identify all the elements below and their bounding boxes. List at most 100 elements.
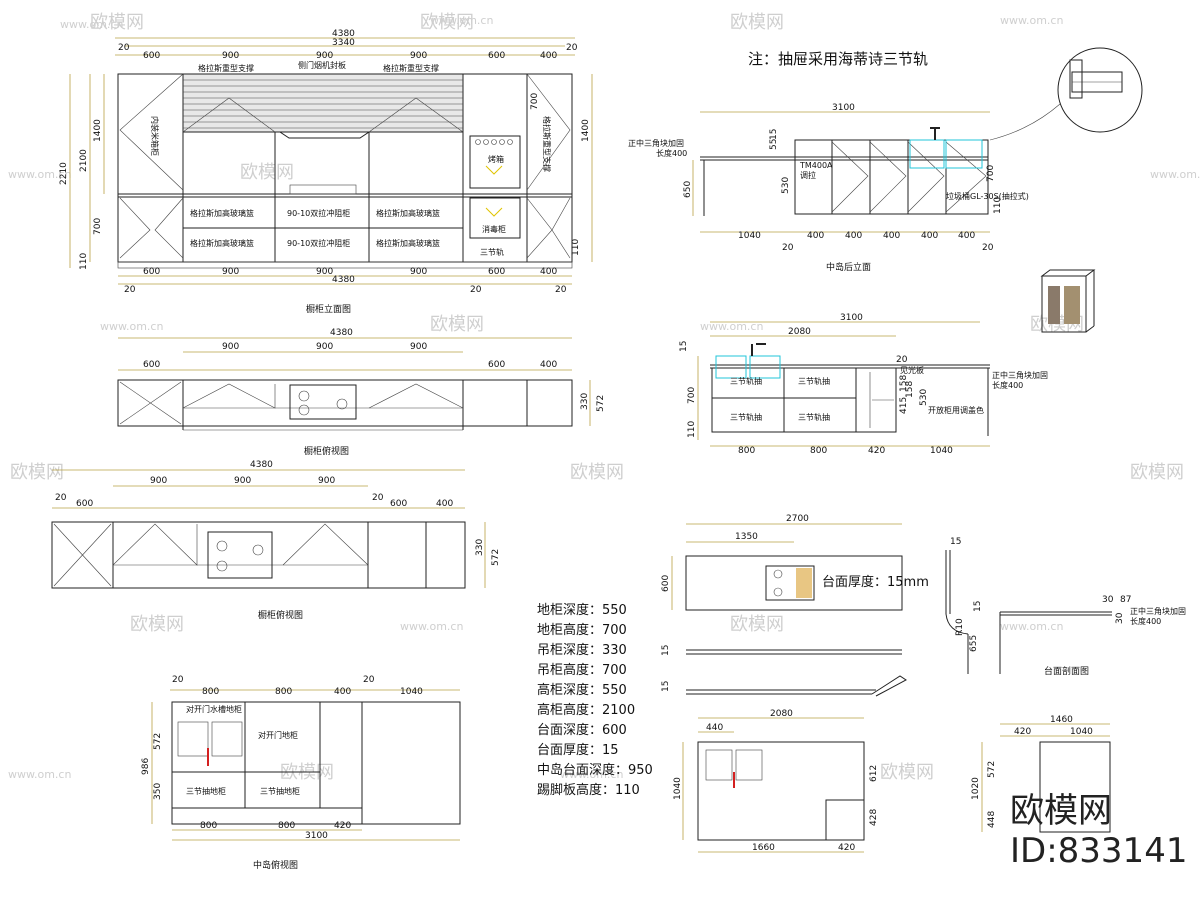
spec-item: 吊柜高度：700 — [537, 662, 627, 678]
dim-label: 20 — [982, 243, 994, 253]
dim-label: 600 — [488, 51, 505, 61]
dim-label: 400 — [334, 687, 351, 697]
label-support-right: 格拉斯重型支撑 — [542, 116, 552, 172]
label-bracket: 正中三角块加固 — [628, 138, 684, 148]
dim-label: 600 — [143, 267, 160, 277]
dim-label: 1040 — [738, 231, 761, 241]
label-door-cabinet: 对开门地柜 — [258, 730, 298, 740]
label-tm400a: TM400A — [799, 161, 833, 170]
watermarks: 欧模网 欧模网 欧模网 www.om.cn 欧模网 欧模网 欧模网 欧模网 欧模… — [8, 12, 1200, 783]
dim-label: 110 — [571, 239, 581, 256]
label-support: 格拉斯重型支撑 — [198, 63, 254, 73]
watermark: 欧模网 — [90, 12, 144, 33]
dim-label: 600 — [143, 51, 160, 61]
label-open-cabinet: 开放柜用调盖色 — [928, 405, 984, 415]
spec-item: 中岛台面深度：950 — [537, 762, 653, 778]
watermark: 欧模网 — [10, 462, 64, 483]
dim-label: 20 — [470, 285, 482, 295]
label-drawer-rail: 三节轨 — [480, 247, 504, 257]
watermark: 欧模网 — [730, 614, 784, 635]
dim-label: 2700 — [786, 514, 809, 524]
island-back-elevation: 3100 正中三角块加固 长度400 TM400A 调拉 垃圾桶GL-30S(抽… — [628, 103, 1029, 273]
dim-label: 15 — [661, 681, 671, 692]
dim-label: 415 — [899, 397, 909, 414]
watermark: 欧模网 — [420, 12, 474, 33]
dim-label: 20 — [55, 493, 67, 503]
dim-label: 4380 — [332, 275, 355, 285]
top-view-1: 4380 900 900 900 600 600 400 330 572 橱柜俯… — [117, 328, 606, 457]
watermark-url: www.om.cn — [100, 320, 163, 333]
watermark-url: www.om.cn — [400, 620, 463, 633]
drawer-label: 三节轨抽 — [798, 376, 830, 386]
view-title: 中岛后立面 — [826, 261, 871, 273]
dim-label: 15 — [679, 341, 689, 352]
spec-item: 台面厚度：15 — [537, 742, 619, 758]
watermark-url: www.om.cn — [1000, 620, 1063, 633]
label-bracket-length: 长度400 — [1130, 616, 1161, 626]
label-bracket-length: 长度400 — [992, 380, 1023, 390]
dim-label: 900 — [234, 476, 251, 486]
dim-label: 15 — [973, 601, 983, 612]
dim-label: 900 — [222, 342, 239, 352]
dim-label: 1020 — [971, 777, 981, 800]
dim-label: 15 — [769, 129, 779, 140]
dim-label: 400 — [807, 231, 824, 241]
view-title: 橱柜俯视图 — [258, 609, 303, 621]
dim-label: 400 — [958, 231, 975, 241]
label-sterilizer: 消毒柜 — [482, 224, 506, 234]
spec-list: 地柜深度：550 地柜高度：700 吊柜深度：330 吊柜高度：700 高柜深度… — [537, 602, 653, 798]
watermark-url: www.om.cn — [8, 768, 71, 781]
dim-label: 572 — [987, 761, 997, 778]
dim-label: 400 — [921, 231, 938, 241]
dim-label: 440 — [706, 723, 723, 733]
brand-id: ID:833141 — [1010, 831, 1187, 871]
dim-label: 572 — [153, 733, 163, 750]
dim-label: 2080 — [788, 327, 811, 337]
label-finish-panel: 见光板 — [900, 365, 924, 375]
dim-label: 30 — [1102, 595, 1114, 605]
label-rice-cabinet: 内装米箱柜 — [150, 116, 160, 156]
dim-label: 600 — [488, 360, 505, 370]
drawer-label: 90-10双拉冲阻柜 — [287, 208, 350, 218]
spec-item: 踢脚板高度：110 — [537, 782, 640, 798]
label-bin: 垃圾桶GL-30S(抽拉式) — [946, 191, 1029, 201]
dim-label: 700 — [687, 387, 697, 404]
dim-label: 900 — [410, 51, 427, 61]
note-title: 注：抽屉采用海蒂诗三节轨 — [748, 50, 928, 68]
dim-label: 20 — [555, 285, 567, 295]
view-title: 橱柜俯视图 — [304, 445, 349, 457]
dim-label: 2080 — [770, 709, 793, 719]
right-counter-plan: 1460 420 1040 1020 572 448 — [971, 715, 1111, 833]
dim-label: 600 — [661, 575, 671, 592]
dim-label: 20 — [896, 355, 908, 365]
drawer-label: 三节轨抽 — [730, 412, 762, 422]
dim-label: 420 — [334, 821, 351, 831]
dim-label: 400 — [540, 51, 557, 61]
label-sink-cabinet: 对开门水槽地柜 — [186, 704, 242, 714]
dim-label: 400 — [845, 231, 862, 241]
spec-item: 吊柜深度：330 — [537, 642, 627, 658]
dim-label: 600 — [76, 499, 93, 509]
dim-label: 20 — [118, 43, 130, 53]
dim-label: 110 — [79, 253, 89, 270]
watermark: 欧模网 — [430, 314, 484, 335]
drawer-label: 三节轨抽 — [730, 376, 762, 386]
dim-label: 4380 — [330, 328, 353, 338]
dim-label: 1400 — [93, 119, 103, 142]
dim-label: 20 — [372, 493, 384, 503]
dim-label: 420 — [1014, 727, 1031, 737]
label-bracket: 正中三角块加固 — [992, 370, 1048, 380]
upper-hatch — [182, 73, 464, 139]
top-view-2: 4380 20 600 900 900 900 20 600 400 330 5… — [51, 460, 501, 621]
dim-label: 15 — [950, 537, 961, 547]
brand-logo-text: 欧模网 — [1010, 791, 1112, 831]
dim-label: 900 — [410, 267, 427, 277]
dim-label: 900 — [222, 51, 239, 61]
watermark-url: www.om.cn — [60, 18, 123, 31]
l-countertop-plan: 2080 440 1040 612 428 1660 420 — [673, 709, 879, 853]
watermark-url: www.om.cn — [700, 320, 763, 333]
dim-label: 350 — [153, 783, 163, 800]
watermark: 欧模网 — [240, 162, 294, 183]
dim-label: 420 — [838, 843, 855, 853]
